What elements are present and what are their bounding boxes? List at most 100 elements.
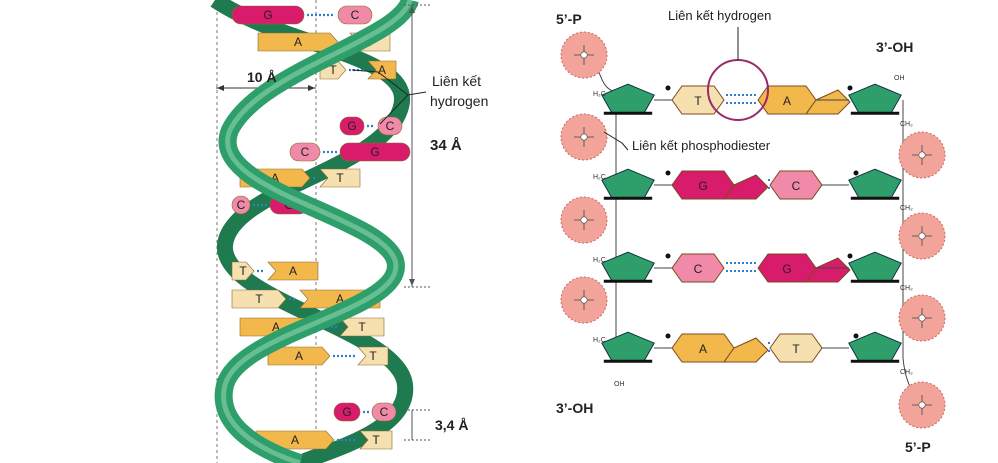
- helix-base-label: T: [329, 63, 337, 77]
- helix-base-label: C: [380, 405, 389, 419]
- hbond-label-line2: hydrogen: [430, 93, 488, 109]
- helix-base-G: [339, 142, 411, 162]
- chem-label: CH₂: [900, 205, 913, 212]
- phosphate-right: [898, 212, 946, 260]
- phosphate-right: [898, 294, 946, 342]
- ladder-base-right: [757, 253, 851, 283]
- helix-base-label: C: [301, 145, 310, 159]
- helix-base-G: [231, 5, 305, 25]
- helix-base-label: A: [378, 63, 386, 77]
- helix-base-label: T: [239, 264, 247, 278]
- helix-base-label: A: [289, 264, 297, 278]
- chem-label: H₂C: [593, 257, 606, 264]
- sugar-left: [601, 168, 655, 199]
- helix-base-label: G: [347, 119, 356, 133]
- base-ring-5: [723, 174, 769, 200]
- phosphorus-atom: [918, 401, 926, 409]
- step-label: 3,4 Å: [435, 417, 468, 433]
- helix-base-C: [337, 5, 373, 25]
- atom-dot: [665, 253, 671, 259]
- sugar-left: [601, 251, 655, 282]
- helix-base-label: G: [370, 145, 379, 159]
- chem-label: OH: [614, 381, 625, 388]
- helix-base-G: [333, 402, 361, 422]
- phosphorus-atom: [580, 51, 588, 59]
- chem-label: H₂C: [593, 337, 606, 344]
- helix-base-C: [377, 116, 403, 136]
- helix-base-T: [231, 261, 255, 281]
- helix-base-A: [367, 60, 397, 80]
- ladder-base-left: [671, 85, 725, 115]
- helix-base-label: C: [237, 198, 246, 212]
- phosphate-left: [560, 196, 608, 244]
- hbond-pointer-1: [351, 69, 427, 96]
- sugar-right: [848, 251, 902, 282]
- ladder-base-right: [757, 85, 851, 115]
- helix-base-label: T: [372, 433, 380, 447]
- chem-label: OH: [894, 75, 905, 82]
- ladder-base-left-label: G: [698, 179, 707, 193]
- sugar-left: [601, 83, 655, 114]
- atom-dot: [853, 333, 859, 339]
- atom-dot: [847, 85, 853, 91]
- atom-dot: [847, 253, 853, 259]
- ladder-base-left: [671, 170, 769, 200]
- base-ring-5: [805, 257, 851, 283]
- ladder-base-left: [671, 333, 769, 363]
- phosphorus-atom: [580, 216, 588, 224]
- width-label: 10 Å: [247, 69, 277, 85]
- ladder-hbond-label: Liên kết hydrogen: [668, 8, 771, 23]
- helix-base-label: A: [295, 349, 303, 363]
- ladder-base-right-label: T: [792, 342, 800, 356]
- helix-base-G: [339, 116, 365, 136]
- phosphorus-atom: [918, 314, 926, 322]
- base-ring-5: [805, 89, 851, 115]
- helix-base-label: C: [351, 8, 360, 22]
- phosphorus-atom: [580, 296, 588, 304]
- ladder-3oh-bottom: 3’-OH: [556, 400, 593, 416]
- base-ring: [671, 253, 725, 283]
- hbond-pointer-2: [379, 94, 409, 125]
- helix-base-label: A: [271, 171, 279, 185]
- helix-base-label: T: [255, 292, 263, 306]
- atom-dot: [853, 170, 859, 176]
- hbond-label-line1: Liên kết: [432, 73, 481, 89]
- helix-base-T: [359, 430, 393, 450]
- base-ring: [671, 85, 725, 115]
- helix-base-label: G: [263, 8, 272, 22]
- phosphate-right: [898, 381, 946, 429]
- helix-base-T: [339, 317, 385, 337]
- phosphorus-atom: [918, 232, 926, 240]
- turn-label: 34 Å: [430, 137, 462, 154]
- ladder-base-right-label: C: [792, 179, 801, 193]
- ladder-5p-top: 5’-P: [556, 11, 582, 27]
- ladder-base-right-label: A: [783, 94, 791, 108]
- turn-arrow-top: [409, 6, 415, 13]
- turn-arrow-bottom: [409, 279, 415, 286]
- phosphodiester-label: Liên kết phosphodiester: [632, 138, 771, 153]
- helix-base-label: A: [291, 433, 299, 447]
- chem-label: CH₂: [900, 285, 913, 292]
- arrowhead-left: [217, 85, 224, 91]
- ladder-base-left-label: T: [694, 94, 702, 108]
- helix-base-C: [231, 195, 251, 215]
- helix-base-label: T: [336, 171, 344, 185]
- atom-dot: [665, 85, 671, 91]
- ladder-base-left-label: C: [694, 262, 703, 276]
- ladder-base-left-label: A: [699, 342, 707, 356]
- phosphate-left: [560, 31, 608, 79]
- arrowhead-right: [308, 85, 315, 91]
- chem-label: CH₂: [900, 369, 913, 376]
- ladder-base-right-label: G: [782, 262, 791, 276]
- helix-base-C: [289, 142, 321, 162]
- sugar-left: [601, 331, 655, 362]
- ladder-base-left: [671, 253, 725, 283]
